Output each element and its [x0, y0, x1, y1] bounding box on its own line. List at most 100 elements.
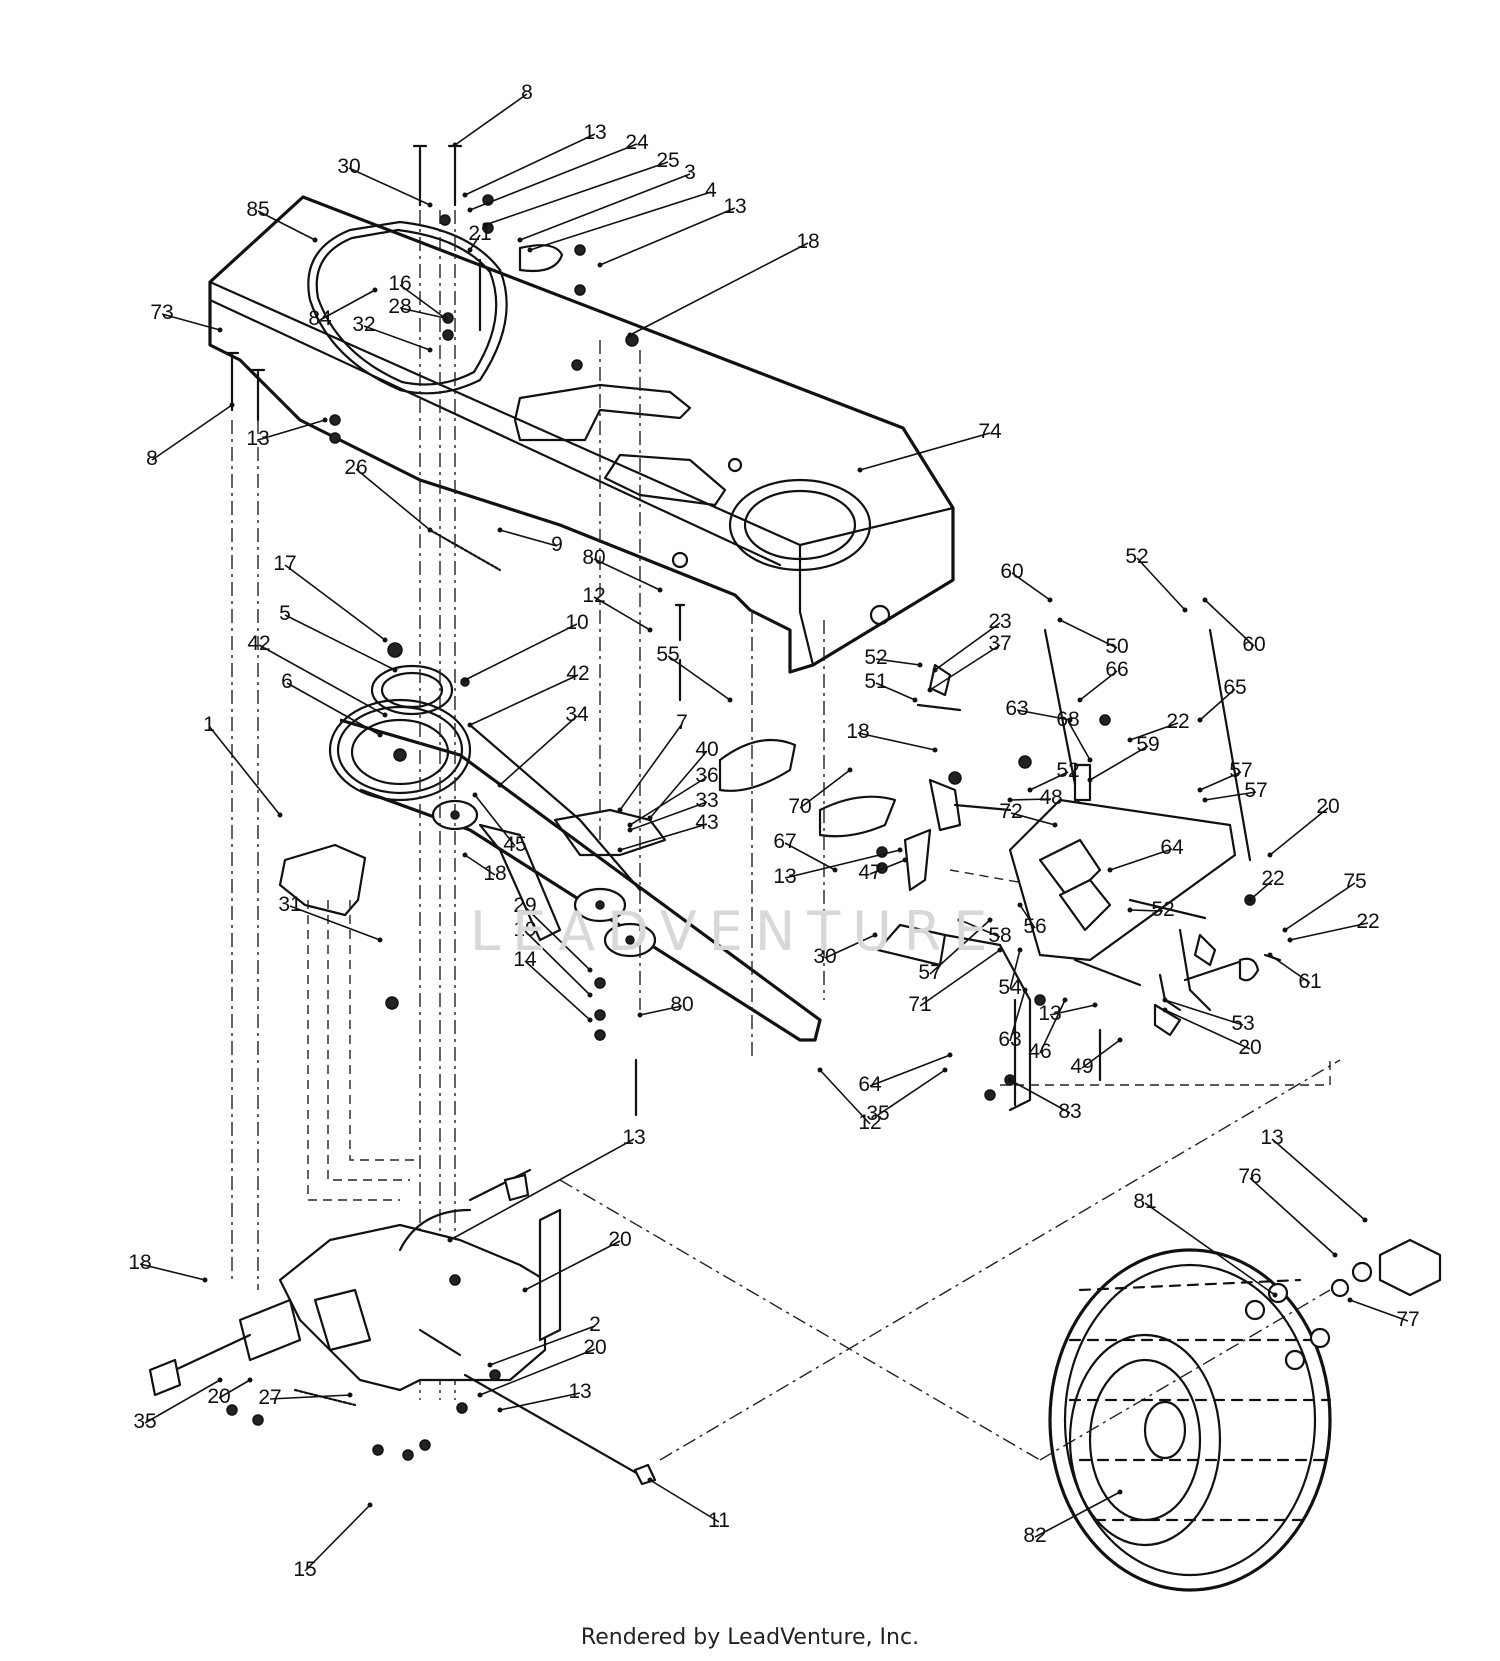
callout-arrowhead [1162, 997, 1168, 1003]
callout-number: 66 [1105, 658, 1128, 681]
callout-leader [1109, 848, 1173, 871]
callout-arrowhead [392, 667, 398, 673]
callout-arrowhead [347, 1392, 353, 1398]
callout-arrowhead [987, 917, 993, 923]
callout-number: 50 [1105, 635, 1128, 658]
callout-arrowhead [1197, 787, 1203, 793]
callout-arrowhead [1087, 777, 1093, 783]
callout-arrowhead [487, 1362, 493, 1368]
callout-number: 8 [146, 447, 158, 470]
callout-leader [484, 161, 669, 226]
callout-leader [619, 823, 708, 851]
callout-arrowhead [1117, 1489, 1123, 1495]
callout-number: 22 [1166, 710, 1189, 733]
callout-arrowhead [522, 1287, 528, 1293]
callout-arrowhead [1017, 902, 1023, 908]
callout-leader [258, 644, 386, 716]
callout-number: 5 [279, 602, 291, 625]
callout-leader [593, 558, 661, 591]
callout-leader [877, 1069, 946, 1116]
callout-leader [1269, 954, 1311, 984]
callout-number: 52 [1151, 898, 1174, 921]
callout-leader [218, 1379, 251, 1399]
callout-arrowhead [229, 402, 235, 408]
callout-number: 43 [695, 811, 718, 834]
callout-number: 47 [858, 861, 881, 884]
callout-arrowhead [932, 747, 938, 753]
callout-arrowhead [872, 932, 878, 938]
callout-number: 61 [1298, 970, 1321, 993]
callout-leader [667, 655, 731, 701]
callout-leader [289, 905, 381, 941]
callout-leader [151, 404, 233, 461]
callout-number: 34 [565, 703, 589, 726]
callout-number: 4 [705, 179, 717, 202]
callout-arrowhead [1022, 987, 1028, 993]
callout-leader [1164, 999, 1244, 1026]
callout-leader [1059, 619, 1118, 649]
callout-number: 64 [1160, 836, 1184, 859]
callout-arrowhead [452, 142, 458, 148]
callout-arrowhead [527, 247, 533, 253]
callout-leader [919, 949, 1001, 1007]
callout-leader [469, 674, 579, 726]
callout-number: 74 [978, 420, 1002, 443]
callout-number: 75 [1343, 870, 1366, 893]
callout-leader [629, 776, 708, 826]
callout-leader [464, 854, 496, 876]
callout-arrowhead [377, 937, 383, 943]
callout-arrowhead [587, 992, 593, 998]
callout-leader [629, 242, 809, 336]
callout-leader [284, 614, 396, 671]
callout-leader [1289, 922, 1369, 941]
callout-arrowhead [917, 662, 923, 668]
callout-number: 20 [1238, 1036, 1261, 1059]
callout-leader [649, 1479, 720, 1523]
callout-arrowhead [647, 815, 653, 821]
callout-leader [1009, 949, 1021, 990]
callout-leader [784, 849, 901, 879]
bolt-group-top [224, 144, 639, 444]
callout-number: 13 [622, 1126, 645, 1149]
callout-leader [593, 596, 651, 631]
callout-leader [1164, 1009, 1251, 1050]
callout-number: 24 [625, 131, 649, 154]
callout-number: 76 [1238, 1165, 1261, 1188]
callout-arrowhead [217, 1377, 223, 1383]
callout-leader [599, 207, 736, 266]
control-assembly [876, 628, 1282, 1112]
callout-arrowhead [247, 1377, 253, 1383]
callout-leader [1129, 909, 1164, 912]
callout-leader [269, 1394, 351, 1400]
callout-leader [1009, 1079, 1071, 1114]
callout-number: 20 [1316, 795, 1339, 818]
callout-leader [1011, 572, 1051, 601]
callout-arrowhead [442, 315, 448, 321]
callout-arrowhead [462, 677, 468, 683]
callout-arrowhead [647, 627, 653, 633]
callout-leader [824, 934, 876, 959]
callout-leader [208, 725, 281, 816]
callout-number: 36 [695, 764, 718, 787]
callout-leader [1009, 798, 1052, 801]
callout-number: 18 [796, 230, 819, 253]
callout-arrowhead [857, 467, 863, 473]
callout-leader [1034, 1491, 1121, 1538]
callout-arrowhead [1247, 897, 1253, 903]
callout-number: 12 [582, 584, 605, 607]
callout-leader [139, 1263, 206, 1281]
callout-number: 22 [1356, 910, 1379, 933]
callout-arrowhead [957, 917, 963, 923]
callout-leader [161, 313, 221, 331]
callout-number: 82 [1023, 1524, 1046, 1547]
callout-arrowhead [382, 637, 388, 643]
callout-arrowhead [372, 287, 378, 293]
callout-arrowhead [1027, 787, 1033, 793]
callout-arrowhead [1202, 797, 1208, 803]
callout-leader [454, 93, 528, 146]
callout-leader [869, 1054, 951, 1087]
callout-number: 72 [999, 800, 1022, 823]
callout-arrowhead [497, 1407, 503, 1413]
callout-leader [355, 468, 431, 531]
callout-leader [474, 794, 516, 847]
